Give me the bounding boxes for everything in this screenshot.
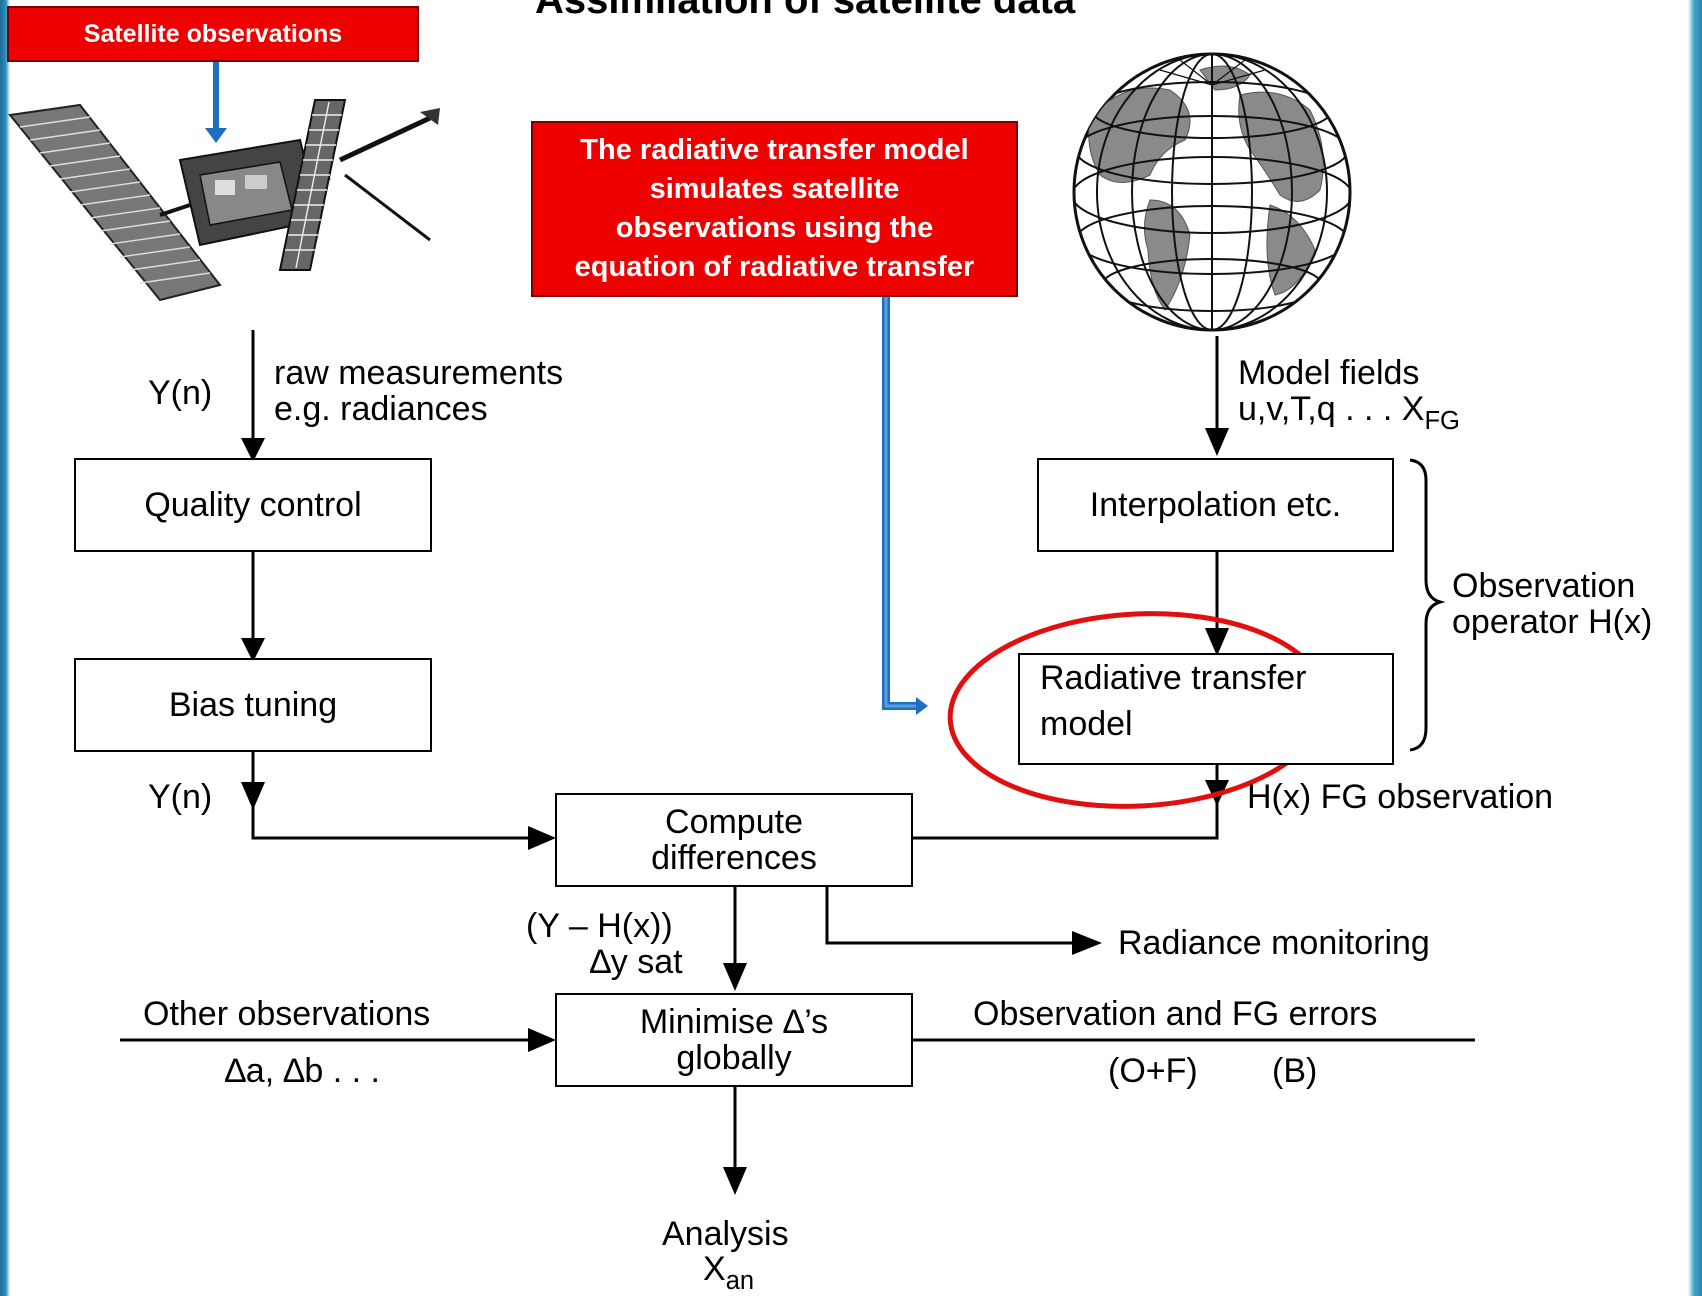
satellite-image xyxy=(8,99,440,302)
other-observations-label: Other observations xyxy=(143,995,431,1033)
radiative-transfer-box: Radiative transfer model xyxy=(1018,653,1394,765)
page-title: Assimilation of satellite data xyxy=(535,0,1076,22)
hx-fg-observation-label: H(x) FG observation xyxy=(1247,778,1554,816)
observation-operator-line-2: operator H(x) xyxy=(1452,603,1653,641)
blue-arrow-rt-note xyxy=(882,296,928,715)
compute-differences-box: Compute differences xyxy=(555,793,913,887)
rt-model-line-1: Radiative transfer xyxy=(1040,659,1307,697)
satellite-observations-label: Satellite observations xyxy=(7,6,419,62)
rt-note-line-1: The radiative transfer model xyxy=(580,134,969,166)
an-subscript: an xyxy=(725,1266,755,1295)
rt-note-line-3: observations using the xyxy=(615,212,934,244)
of-label: (O+F) xyxy=(1108,1052,1198,1090)
x-an-label: Xan xyxy=(703,1250,755,1295)
observation-operator-line-1: Observation xyxy=(1452,567,1636,605)
obs-fg-errors-label: Observation and FG errors xyxy=(973,995,1378,1033)
globe-image xyxy=(1072,52,1352,332)
radiance-monitoring-label: Radiance monitoring xyxy=(1118,924,1430,962)
rt-model-line-2: model xyxy=(1040,705,1133,743)
b-label: (B) xyxy=(1272,1052,1318,1090)
compute-line-2: differences xyxy=(651,839,817,877)
rt-note-box: The radiative transfer model simulates s… xyxy=(531,121,1018,297)
rt-note-line-4: equation of radiative transfer xyxy=(574,251,975,283)
minimise-box: Minimise ∆’s globally xyxy=(555,993,913,1087)
blue-arrow-satellite xyxy=(205,60,227,143)
y-minus-hx-label: (Y – H(x)) xyxy=(526,907,673,945)
quality-control-label: Quality control xyxy=(144,486,362,524)
y-n-bottom-label: Y(n) xyxy=(148,778,213,816)
minimise-line-1: Minimise ∆’s xyxy=(639,1003,829,1041)
compute-line-1: Compute xyxy=(665,803,803,841)
delta-y-sat-label: ∆y sat xyxy=(590,943,683,981)
analysis-label: Analysis xyxy=(662,1215,789,1253)
radiances-label: e.g. radiances xyxy=(274,390,488,428)
delta-ab-label: ∆a, ∆b . . . xyxy=(225,1052,380,1090)
minimise-line-2: globally xyxy=(676,1039,792,1077)
fg-subscript: FG xyxy=(1424,406,1460,435)
bias-tuning-box: Bias tuning xyxy=(74,658,432,752)
model-fields-label: Model fields xyxy=(1238,354,1420,392)
interpolation-label: Interpolation etc. xyxy=(1089,486,1342,524)
bias-tuning-label: Bias tuning xyxy=(168,686,338,724)
quality-control-box: Quality control xyxy=(74,458,432,552)
interpolation-box: Interpolation etc. xyxy=(1037,458,1394,552)
model-vars-label: u,v,T,q . . . XFG xyxy=(1238,390,1460,435)
y-n-top-label: Y(n) xyxy=(148,374,213,412)
raw-measurements-label: raw measurements xyxy=(274,354,564,392)
rt-note-line-2: simulates satellite xyxy=(649,173,900,205)
